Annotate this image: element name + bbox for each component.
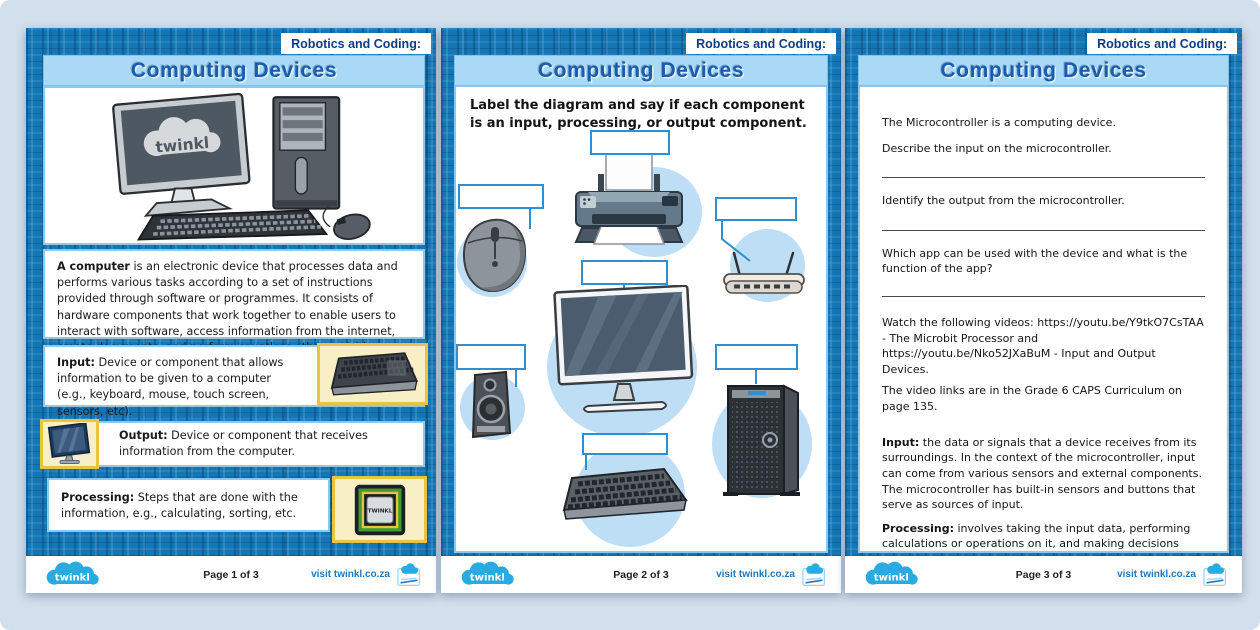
questions-box: The Microcontroller is a computing devic… (858, 85, 1229, 553)
page-footer: twinkl Page 3 of 3 visit twinkl.co.za (845, 556, 1242, 593)
site-link[interactable]: visit twinkl.co.za (716, 569, 795, 580)
processing-definition-rest: Steps that are done with the information… (61, 491, 298, 521)
input-definition: Input: the data or signals that a device… (882, 435, 1205, 513)
page-footer: twinkl Page 1 of 3 visit twinkl.co.za (26, 556, 436, 593)
page-title-bar: Computing Devices (454, 55, 828, 86)
page-3: Robotics and Coding: Computing Devices T… (845, 28, 1242, 593)
question-output: Identify the output from the microcontro… (882, 194, 1125, 208)
microcontroller-intro: The Microcontroller is a computing devic… (882, 116, 1116, 129)
label-box-monitor[interactable] (581, 260, 668, 285)
answer-line-app[interactable] (882, 295, 1205, 298)
page-number: Page 1 of 3 (203, 568, 259, 581)
site-link-wrap: visit twinkl.co.za (311, 562, 422, 588)
keyboard-icon (562, 467, 688, 520)
label-box-mouse[interactable] (458, 184, 544, 209)
input-definition: Input: Device or component that allows i… (45, 347, 423, 428)
site-link[interactable]: visit twinkl.co.za (1117, 569, 1196, 580)
printer-icon (574, 153, 684, 245)
page-title-bar: Computing Devices (43, 55, 425, 86)
computer-mouse-icon (462, 218, 527, 292)
intro-paragraph-rest: is an electronic device that processes d… (57, 260, 398, 354)
intro-paragraph-lead: A computer (57, 260, 130, 273)
twinkl-badge-icon (1203, 562, 1227, 586)
page-number: Page 2 of 3 (613, 568, 669, 581)
desktop-computer-icon: twinkl (112, 92, 371, 241)
series-badge: Robotics and Coding: (686, 33, 836, 54)
processing-definition: Processing: Steps that are done with the… (49, 480, 328, 530)
page-1: Robotics and Coding: Computing Devices (26, 28, 436, 593)
monitor-icon (553, 285, 694, 414)
monitor-image-frame (40, 419, 99, 469)
answer-line-input[interactable] (882, 176, 1205, 179)
processing-definition-box: Processing: Steps that are done with the… (47, 478, 330, 532)
processing-definition-lead: Processing: (61, 491, 135, 504)
label-box-speaker[interactable] (456, 344, 526, 370)
svg-text:twinkl: twinkl (470, 573, 505, 584)
speaker-icon (471, 370, 512, 439)
monitor-icon (47, 423, 90, 464)
svg-text:twinkl: twinkl (55, 573, 90, 584)
output-definition: Output: Device or component that receive… (97, 420, 423, 468)
label-box-router[interactable] (715, 197, 797, 221)
page-title: Computing Devices (940, 58, 1147, 82)
output-definition-rest: Device or component that receives inform… (119, 428, 368, 458)
twinkl-badge-icon (802, 562, 826, 586)
diagram-box: Label the diagram and say if each compon… (454, 85, 828, 553)
chip-image-frame: TWINKL (332, 476, 427, 543)
twinkl-badge-icon (397, 562, 421, 586)
page-title: Computing Devices (130, 58, 338, 82)
answer-line-output[interactable] (882, 229, 1205, 231)
svg-text:twinkl: twinkl (155, 134, 210, 157)
series-badge-label: Robotics and Coding: (291, 36, 421, 51)
diagram-instruction: Label the diagram and say if each compon… (470, 98, 807, 131)
processing-definition-rest: involves taking the input data, performi… (882, 521, 1191, 551)
label-box-keyboard[interactable] (582, 433, 668, 455)
processor-chip-icon: TWINKL (354, 484, 405, 535)
svg-text:twinkl: twinkl (874, 573, 909, 584)
processing-definition: Processing: involves taking the input da… (882, 521, 1205, 551)
input-definition-rest: Device or component that allows informat… (57, 356, 284, 418)
label-box-server[interactable] (715, 344, 798, 370)
svg-text:TWINKL: TWINKL (367, 508, 392, 514)
page-title: Computing Devices (537, 58, 745, 82)
series-badge-label: Robotics and Coding: (696, 36, 826, 51)
label-box-printer[interactable] (590, 130, 670, 155)
twinkl-logo: twinkl (461, 561, 514, 585)
keyboard-icon (330, 352, 418, 396)
page-number: Page 3 of 3 (1015, 568, 1072, 581)
intro-paragraph-box: A computer is an electronic device that … (43, 249, 425, 354)
site-link-wrap: visit twinkl.co.za (716, 562, 827, 588)
processing-definition-lead: Processing: (882, 521, 954, 535)
question-input: Describe the input on the microcontrolle… (882, 141, 1112, 155)
input-definition-lead: Input: (57, 356, 95, 369)
site-link-wrap: visit twinkl.co.za (1117, 562, 1228, 588)
router-icon (723, 251, 805, 294)
site-link[interactable]: visit twinkl.co.za (311, 569, 390, 580)
question-app: Which app can be used with the device an… (882, 246, 1188, 276)
page-title-bar: Computing Devices (858, 55, 1229, 86)
input-definition-lead: Input: (882, 435, 920, 449)
series-badge-label: Robotics and Coding: (1097, 36, 1227, 51)
series-badge: Robotics and Coding: (281, 33, 431, 54)
video-links: Watch the following videos: https://yout… (882, 316, 1204, 376)
server-tower-icon (723, 384, 800, 496)
input-definition-rest: the data or signals that a device receiv… (882, 435, 1202, 512)
page-2: Robotics and Coding: Computing Devices L… (441, 28, 841, 593)
intro-paragraph: A computer is an electronic device that … (45, 251, 423, 364)
twinkl-logo: twinkl (46, 561, 99, 585)
twinkl-logo: twinkl (865, 561, 918, 585)
series-badge: Robotics and Coding: (1087, 33, 1237, 54)
output-definition-lead: Output: (119, 428, 168, 442)
illustration-box: twinkl (43, 86, 425, 245)
keyboard-image-frame (317, 343, 428, 405)
output-definition-box: Output: Device or component that receive… (95, 421, 425, 467)
video-note: The video links are in the Grade 6 CAPS … (882, 384, 1182, 414)
page-footer: twinkl Page 2 of 3 visit twinkl.co.za (441, 556, 841, 593)
